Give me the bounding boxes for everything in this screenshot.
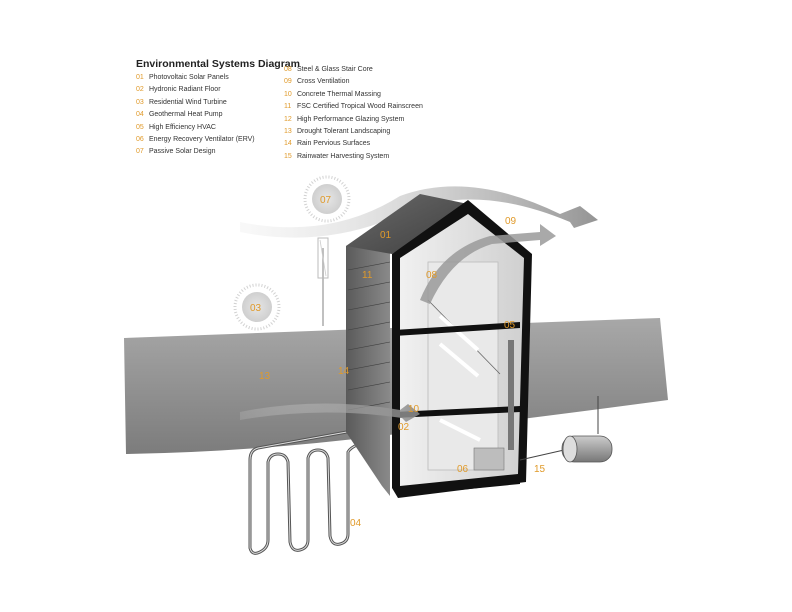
cross-ventilation-arrow [420,224,556,304]
legend-item-number: 06 [136,136,144,144]
airflow-arrow-upper [240,186,598,238]
tag-14: 14 [338,366,350,377]
erv-unit [473,447,505,471]
legend-item: 01 Photovoltaic Solar Panels [136,72,255,84]
legend-item-number: 01 [136,74,144,81]
legend-item-number: 03 [136,98,144,106]
legend-item: 12 High Performance Glazing System [284,114,423,126]
tag-10: 10 [408,404,420,415]
tag-03: 03 [250,303,262,314]
legend-item: 05 High Efficiency HVAC [136,122,255,134]
legend-item-label: Hydronic Radiant Floor [147,86,221,94]
tag-06: 06 [457,464,469,475]
house-side-wall [346,230,390,496]
roof [346,194,468,254]
hvac-duct [508,340,514,450]
wind-sun-icon [233,283,281,331]
tag-01: 01 [380,230,392,241]
tag-02: 02 [398,422,410,433]
legend-item-label: Residential Wind Turbine [147,98,227,106]
tag-07: 07 [320,195,332,206]
legend-item: 04 Geothermal Heat Pump [136,109,255,121]
legend-item-number: 10 [284,90,292,98]
legend-item: 03 Residential Wind Turbine [136,97,255,109]
legend-item: 11 FSC Certified Tropical Wood Rainscree… [284,101,423,113]
legend-item: 14 Rain Pervious Surfaces [284,138,423,150]
legend-item-label: High Efficiency HVAC [147,123,216,131]
legend-item-label: Drought Tolerant Landscaping [295,128,391,136]
tag-15: 15 [534,464,546,475]
legend-item-number: 15 [284,152,292,160]
tag-08: 08 [426,270,438,281]
sun-icon [303,175,351,223]
rainwater-pipe [519,396,599,461]
legend-item-label: Steel & Glass Stair Core [295,66,373,73]
legend-item-label: Cross Ventilation [295,78,350,86]
legend-item-number: 08 [284,66,292,73]
legend-item-label: Photovoltaic Solar Panels [147,74,229,81]
legend-item-number: 04 [136,111,144,119]
legend-item: 02 Hydronic Radiant Floor [136,84,255,96]
tag-11: 11 [362,270,373,281]
legend-item-number: 02 [136,86,144,94]
legend-item: 09 Cross Ventilation [284,76,423,88]
legend-item-label: Rainwater Harvesting System [295,152,390,160]
rainwater-tank [561,435,613,463]
legend-item-number: 09 [284,78,292,86]
legend-item-number: 07 [136,148,144,156]
legend-item-number: 14 [284,140,292,148]
legend-item-label: Geothermal Heat Pump [147,111,223,119]
legend-item-label: FSC Certified Tropical Wood Rainscreen [295,103,423,111]
legend-item: 10 Concrete Thermal Massing [284,89,423,101]
wind-turbine [317,237,329,326]
legend-item: 13 Drought Tolerant Landscaping [284,126,423,138]
legend-item-label: High Performance Glazing System [295,115,405,123]
legend-item-label: Passive Solar Design [147,148,216,156]
airflow-arrow-lower [240,403,420,422]
legend-item: 07 Passive Solar Design [136,146,255,158]
tag-09: 09 [505,216,517,227]
legend-item-label: Concrete Thermal Massing [295,90,381,98]
legend-item-number: 13 [284,128,292,136]
tag-13: 13 [259,371,271,382]
legend-item: 06 Energy Recovery Ventilator (ERV) [136,134,255,146]
legend-item-number: 11 [284,103,292,111]
legend-item: 15 Rainwater Harvesting System [284,151,423,163]
legend-item-label: Energy Recovery Ventilator (ERV) [147,136,255,144]
diagram-title: Environmental Systems Diagram [136,58,300,70]
stair-core [427,261,501,471]
legend-item-label: Rain Pervious Surfaces [295,140,371,148]
tag-05: 05 [504,320,516,331]
legend-item: 08 Steel & Glass Stair Core [284,64,423,76]
tag-04: 04 [350,518,362,529]
legend-item-number: 05 [136,123,144,131]
legend-item-number: 12 [284,115,292,123]
